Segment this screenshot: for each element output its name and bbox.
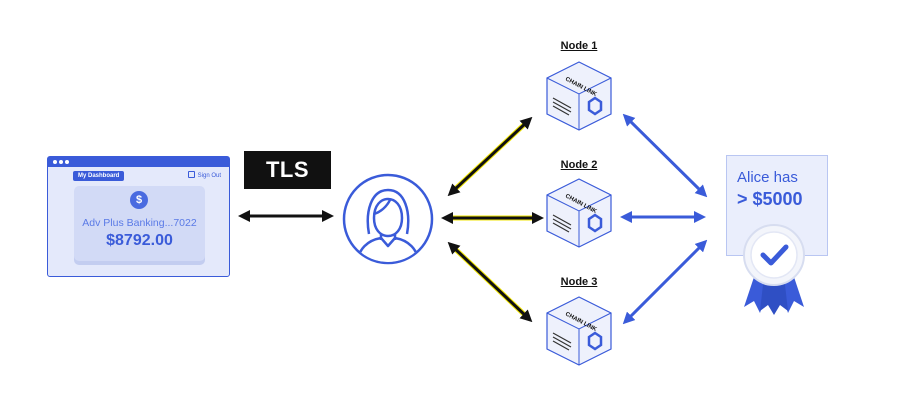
lock-icon xyxy=(187,171,195,178)
node-2-label: Node 2 xyxy=(560,159,598,171)
node-2-cube-icon: CHAIN LINK xyxy=(546,178,612,248)
window-title-bar xyxy=(48,157,229,167)
node-1-label: Node 1 xyxy=(560,40,598,52)
account-card: $ Adv Plus Banking...7022 $8792.00 xyxy=(74,186,205,261)
sign-out-link[interactable]: Sign Out xyxy=(187,171,221,181)
dollar-coin-icon: $ xyxy=(130,191,148,209)
account-name: Adv Plus Banking...7022 xyxy=(82,217,197,229)
user-avatar-icon xyxy=(342,173,434,265)
node-cert-arrows xyxy=(620,113,708,325)
node-3-cube-icon: CHAIN LINK xyxy=(546,296,612,366)
verified-seal-icon xyxy=(743,224,805,315)
certificate-claim-value: > $5000 xyxy=(737,189,803,209)
account-balance: $8792.00 xyxy=(106,232,173,249)
node-3-label: Node 3 xyxy=(560,276,598,288)
window-dot-icon xyxy=(65,160,69,164)
dashboard-tab[interactable]: My Dashboard xyxy=(73,171,125,181)
node-1-cube-icon: CHAIN LINK xyxy=(546,61,612,131)
window-dot-icon xyxy=(59,160,63,164)
user-node-arrows xyxy=(441,116,544,323)
bank-dashboard-window: My Dashboard Sign Out $ Adv Plus Banking… xyxy=(47,156,230,277)
sign-out-label: Sign Out xyxy=(197,173,221,179)
tls-badge: TLS xyxy=(244,151,331,189)
checkmark-icon xyxy=(760,244,789,266)
window-dot-icon xyxy=(53,160,57,164)
certificate-claim-subject: Alice has xyxy=(737,169,798,186)
